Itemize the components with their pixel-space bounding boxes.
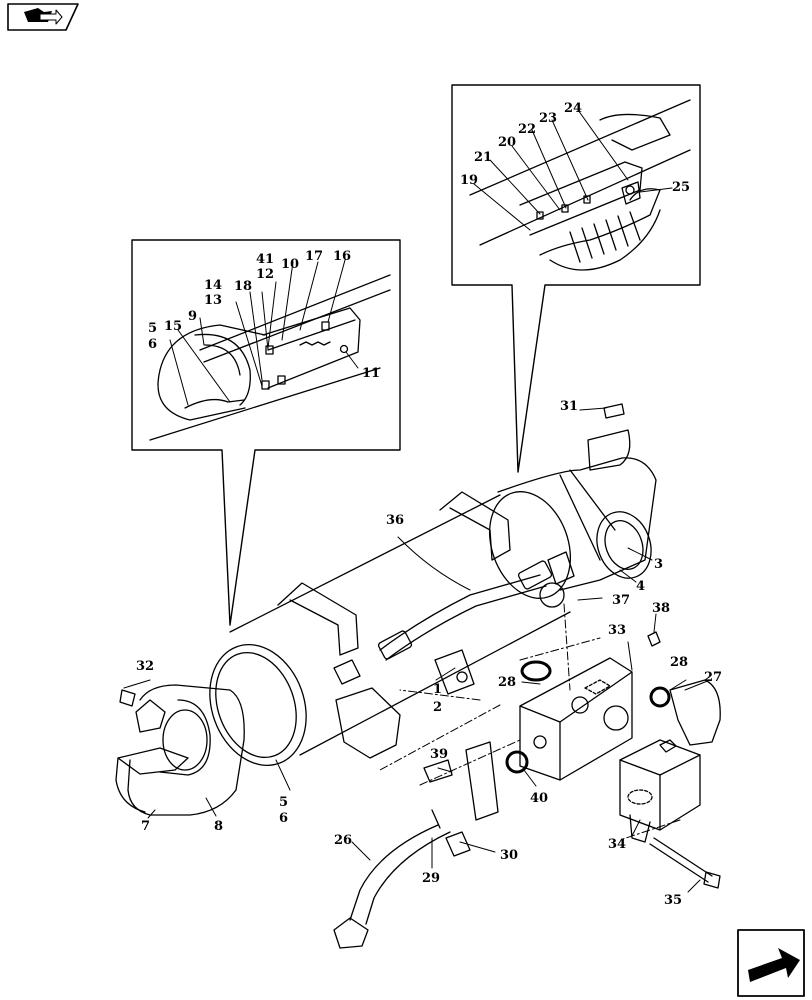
arrow-next-icon[interactable]	[737, 929, 805, 997]
callout-18: 18	[234, 279, 252, 294]
callout-27: 27	[704, 670, 722, 685]
callout-11: 11	[362, 366, 380, 381]
callout-4: 4	[636, 579, 645, 594]
callout-34: 34	[608, 837, 626, 852]
callout-39: 39	[430, 747, 448, 762]
callout-6: 6	[148, 337, 157, 352]
book-arrow-icon[interactable]	[7, 3, 79, 31]
callout-5: 5	[148, 321, 157, 336]
callout-36: 36	[386, 513, 404, 528]
valve-block	[505, 657, 671, 781]
callout-10: 10	[281, 257, 299, 272]
callout-41: 41	[256, 252, 274, 267]
callout-3: 3	[654, 557, 663, 572]
callout-7: 7	[141, 819, 150, 834]
rod-eye	[115, 684, 245, 816]
callout-6: 6	[279, 811, 288, 826]
callout-19: 19	[460, 173, 478, 188]
callout-20: 20	[498, 135, 516, 150]
assembly-lines	[379, 603, 681, 841]
callout-21: 21	[474, 150, 492, 165]
callout-28: 28	[498, 675, 516, 690]
callout-31: 31	[560, 399, 578, 414]
callout-24: 24	[564, 101, 582, 116]
callout-22: 22	[518, 122, 536, 137]
callout-9: 9	[188, 309, 197, 324]
cylinder-tube	[209, 429, 657, 766]
callout-40: 40	[530, 791, 548, 806]
callout-26: 26	[334, 833, 352, 848]
callout-30: 30	[500, 848, 518, 863]
callout-5: 5	[279, 795, 288, 810]
callout-28: 28	[670, 655, 688, 670]
suction-pipe	[333, 741, 499, 949]
callout-2: 2	[433, 700, 442, 715]
callout-15: 15	[164, 319, 182, 334]
callout-labels: 1 2 3 4 5 5 6 6 7 8 9 10 11 12 13 14 15 …	[136, 101, 722, 908]
callout-29: 29	[422, 871, 440, 886]
callout-16: 16	[333, 249, 351, 264]
callout-35: 35	[664, 893, 682, 908]
callout-38: 38	[652, 601, 670, 616]
detail-view-gland-seal	[451, 84, 701, 473]
bolts	[603, 403, 721, 889]
detail-view-piston-seal	[131, 239, 401, 626]
callout-13: 13	[204, 293, 222, 308]
callout-12: 12	[256, 267, 274, 282]
callout-17: 17	[305, 249, 323, 264]
callout-33: 33	[608, 623, 626, 638]
callout-14: 14	[204, 278, 222, 293]
callout-32: 32	[136, 659, 154, 674]
callout-25: 25	[672, 180, 690, 195]
callout-8: 8	[214, 819, 223, 834]
callout-1: 1	[433, 682, 442, 697]
callout-37: 37	[612, 593, 630, 608]
callout-23: 23	[539, 111, 557, 126]
hose-fittings	[333, 551, 575, 759]
leader-lines	[123, 109, 711, 893]
